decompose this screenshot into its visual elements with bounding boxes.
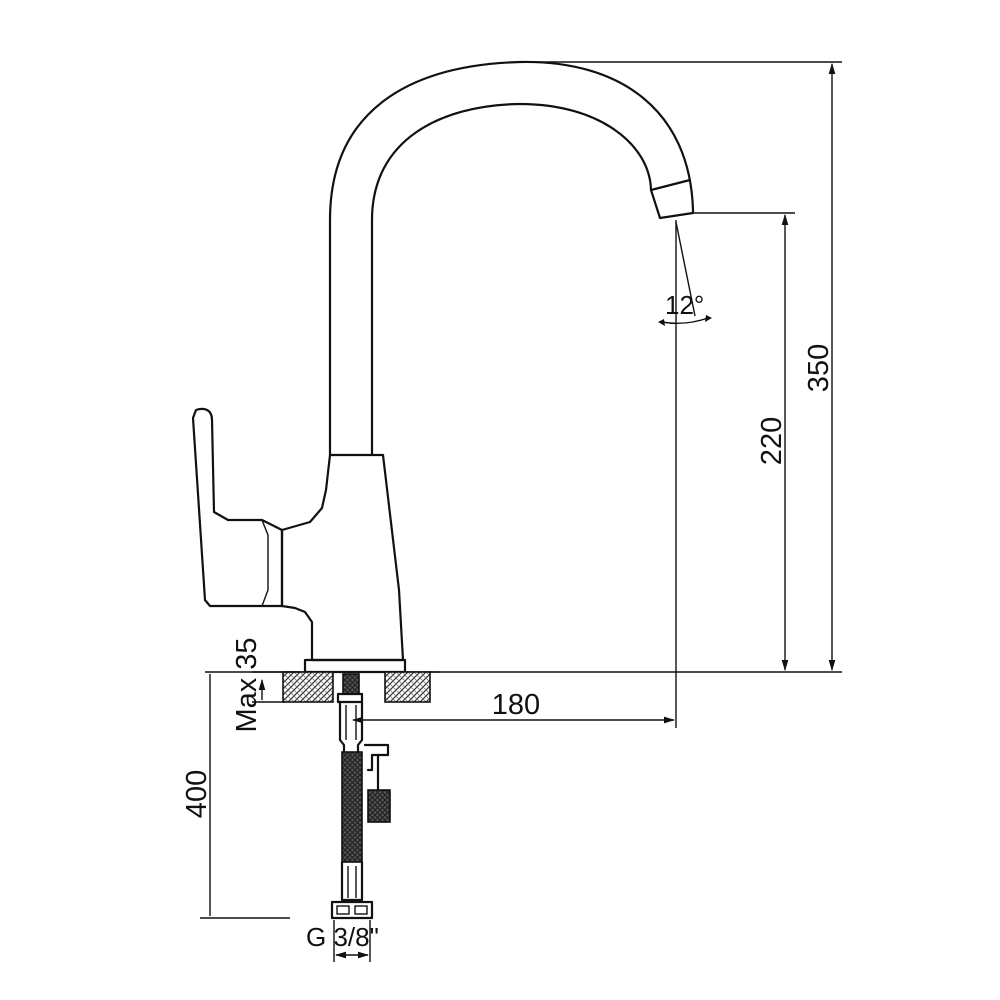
countertop-section	[205, 671, 440, 703]
label-180: 180	[492, 689, 540, 721]
faucet-body	[191, 60, 695, 674]
spout-inner	[370, 102, 653, 457]
label-350: 350	[803, 344, 835, 392]
lever-handle	[191, 407, 284, 608]
mixer-body	[280, 453, 405, 662]
fixing-clamp	[363, 743, 390, 772]
label-220: 220	[756, 417, 788, 465]
dimension-labels: 350 220 180 Max 35 400 12° G 3/8"	[181, 290, 835, 952]
hose-end-nut	[330, 900, 374, 920]
label-max35: Max 35	[231, 637, 263, 732]
countertop-right	[384, 671, 431, 703]
spout-outer	[328, 60, 695, 457]
fixing-nut	[367, 789, 391, 823]
braided-hose	[341, 751, 363, 863]
label-12-degree: 12°	[665, 290, 704, 320]
dim-angle-arc	[661, 317, 709, 325]
spout-aerator-ring	[649, 178, 692, 192]
dimension-lines	[200, 61, 842, 962]
label-400: 400	[181, 770, 213, 818]
threaded-stud	[342, 673, 360, 695]
lever-cartridge-line	[261, 519, 269, 607]
countertop-left	[282, 671, 334, 703]
hose-lower-connector	[340, 860, 364, 902]
stud-nut	[336, 692, 364, 704]
spout-outlet	[649, 188, 695, 220]
base-flange	[303, 658, 407, 674]
hose-upper-connector	[338, 700, 364, 754]
label-g-3-8: G 3/8"	[306, 922, 379, 952]
mounting-assembly	[330, 673, 391, 920]
